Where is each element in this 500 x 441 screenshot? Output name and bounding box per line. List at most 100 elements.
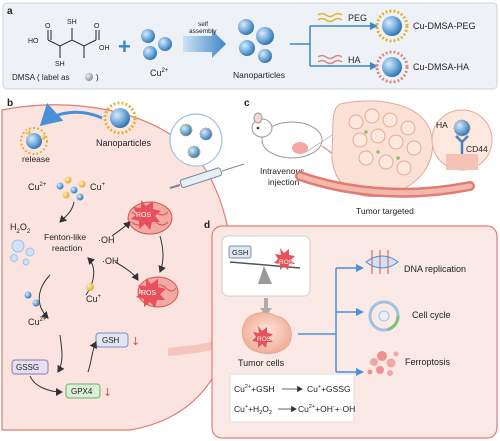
ros-burst-top-icon [131,200,161,230]
ferroptosis-icon [367,351,399,376]
gpx4-label: GPX4 [71,387,93,396]
peg-chain-icon [317,12,343,23]
cu1-gold-icon [86,283,94,291]
arrow-mito-down [158,235,166,273]
h2o2-label: H2O2 [10,222,31,235]
gsh-label-b: GSH [102,336,120,345]
arrow-scale-down-head [260,308,272,316]
cu2-spheres-icon [141,29,172,60]
oh-radical-2: ·OH [102,256,119,266]
dmsa-structure [47,28,100,58]
cu2-label-bottom: Cu2+ [28,317,47,327]
dmsa-label-close: ) [96,73,99,82]
blood-vessel-inner [297,173,473,196]
ros-label-scale: ROS [279,259,294,266]
equation-2: Cu++H2O2 [234,404,272,416]
syringe-icon [169,163,245,189]
outcome-arrowhead-2 [356,308,364,316]
cycle-arrow-gsh [57,334,65,373]
release-arrow [39,102,103,127]
cell-cycle-icon [368,300,400,332]
product-ha-label: Cu-DMSA-HA [413,62,469,72]
ha-label-c: HA [436,120,448,130]
balance-scale-icon [221,235,311,297]
ros-burst-bottom-icon [136,278,166,308]
outcome-arrowhead-3 [356,368,364,376]
peg-label: PEG [348,13,367,23]
ha-cd44-zoom-icon [431,109,493,171]
ha-label: HA [348,55,361,65]
arrow-gssg-gpx4 [29,375,63,396]
equation-2-right: Cu2++OH-+·OH [298,404,355,414]
dmsa-caption: DMSA [12,73,36,82]
self-assembly-label-2: assembly [189,28,217,35]
panel-a-label: a [7,6,13,17]
plus-sign: + [118,34,131,59]
arrow-to-mito-top [111,221,131,237]
cycle-arrow-right [85,257,96,296]
fenton-label-1: Fenton-like [44,232,86,242]
tumor-cells-label: Tumor cells [238,358,285,368]
gssg-box [11,359,49,375]
gsh-down-arrow: ↓ [131,335,140,348]
nanoparticle-cluster-icon [169,113,223,167]
ferroptosis-label: Ferroptosis [405,357,451,367]
equation-1-right: Cu++GSSG [307,384,351,394]
gssg-label: GSSG [16,363,39,372]
arrow-to-mito-bottom [114,261,139,281]
equation-box [229,373,355,423]
cd44-label: CD44 [466,144,488,154]
ros-label-top: ROS [136,212,152,219]
dmsa-gray-sphere-icon [85,73,93,81]
injection-label-2: injection [268,177,299,187]
tumor-cell-icon [241,312,292,355]
copper-ions-cluster-icon [56,176,86,201]
released-particle-icon [20,127,48,155]
branch-arrow-bottom [370,62,378,70]
panel-d-label: d [204,220,210,231]
oh-radical-1: ·OH [98,235,115,245]
gpx4-down-arrow: ↓ [103,386,112,399]
injection-label-1: Intravenous [260,166,304,176]
cycle-arrow-gssg [87,341,97,373]
nanoparticles-label-b: Nanoparticles [96,138,152,148]
cu-dmsa-peg-particle-icon [375,9,409,43]
gsh-label-d: GSH [232,248,248,257]
cu-dmsa-ha-particle-icon [375,50,409,84]
outcome-arrows [298,267,358,373]
dmsa-o-right: O [94,23,100,30]
release-label: release [22,154,50,164]
dna-replication-icon [365,250,399,274]
tumor-targeted-label: Tumor targeted [356,206,414,216]
cu2-bottom-ions-icon [24,291,40,307]
cu2-label: Cu2+ [150,68,169,78]
nanoparticles-icon [238,19,274,63]
panel-b-label: b [7,98,13,109]
cycle-arrow-left [38,274,51,319]
branch-arrow-top [370,22,378,30]
dmsa-sh-bottom: SH [55,61,65,68]
panel-c-label: c [244,98,250,109]
cell-cycle-label: Cell cycle [412,310,451,320]
ros-label-tumor: ROS [257,336,272,343]
h2o2-bubbles-icon [10,239,35,266]
dna-replication-label: DNA replication [404,264,466,274]
branch-lines [290,25,370,67]
dmsa-sh-top: SH [67,19,77,26]
dmsa-o-left: O [45,23,51,30]
arrow-ions-down [59,201,75,223]
fenton-label-2: reaction [52,243,83,253]
cu1-label-mid: Cu+ [86,294,102,304]
dmsa-label-note: ( label as [37,73,69,82]
gpx4-box [65,383,101,399]
self-assembly-arrow [183,30,226,58]
ros-label-bottom: ROS [141,290,157,297]
cu1-label-b: Cu+ [90,182,106,192]
self-assembly-label-1: self [198,21,208,28]
gsh-box-b [95,332,129,348]
equation-1: Cu2++GSH [234,384,275,394]
nanoparticle-outside-icon [103,101,137,135]
ha-chain-icon [317,54,343,65]
dmsa-ho: HO [28,38,39,45]
